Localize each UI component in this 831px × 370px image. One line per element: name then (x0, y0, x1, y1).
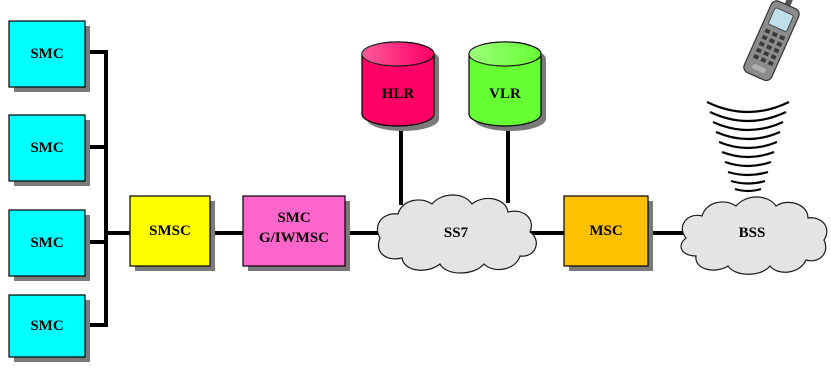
smsc-label: SMSC (149, 223, 191, 239)
ss7-label: SS7 (444, 225, 469, 241)
bss-label: BSS (739, 225, 766, 241)
gateway-node: SMC G/IWMSC (242, 195, 350, 271)
smsc-node: SMSC (129, 195, 215, 271)
vlr-database: VLR (468, 41, 546, 131)
smc-terminal-0: SMC (8, 20, 90, 92)
gateway-label-line2: G/IWMSC (259, 230, 329, 246)
ss7-cloud: SS7 (376, 194, 537, 274)
gateway-label-line1: SMC (277, 210, 310, 226)
smc-terminal-3: SMC (8, 294, 90, 362)
msc-node: MSC (563, 195, 653, 271)
msc-label: MSC (589, 223, 622, 239)
smc-label: SMC (30, 318, 63, 334)
vlr-label: VLR (489, 86, 521, 102)
smc-terminal-2: SMC (8, 209, 90, 281)
smc-label: SMC (30, 140, 63, 156)
smc-label: SMC (30, 46, 63, 62)
radio-waves-icon (706, 101, 790, 193)
bss-cloud: BSS (680, 196, 828, 275)
hlr-database: HLR (361, 41, 439, 131)
smc-label: SMC (30, 235, 63, 251)
smc-terminal-1: SMC (8, 114, 90, 186)
hlr-label: HLR (382, 86, 415, 102)
smc-bus (85, 50, 131, 327)
mobile-phone-icon (743, 0, 800, 82)
